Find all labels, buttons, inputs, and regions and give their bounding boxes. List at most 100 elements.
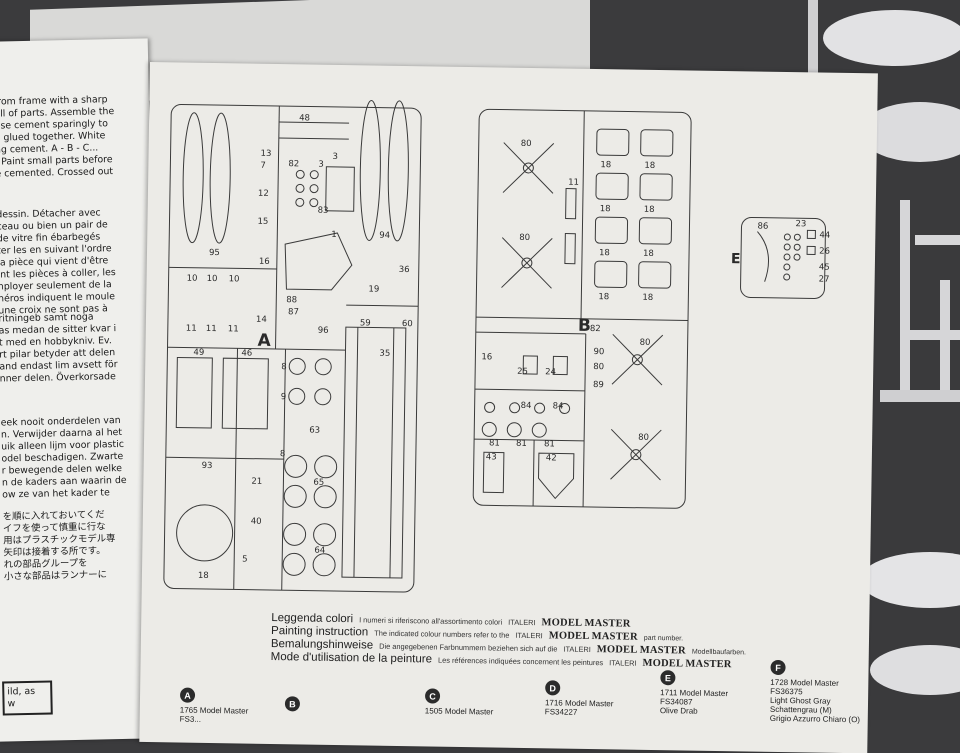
legend-suffix-de: Modellbaufarben. xyxy=(691,648,747,657)
frame-e-part-number: 23 xyxy=(795,219,806,229)
frame-b-part-number: 80 xyxy=(640,338,651,348)
frame-e-part-number: 45 xyxy=(819,263,830,273)
paint-ref-c: C 1505 Model Master xyxy=(425,688,515,716)
legend-brand-italeri-it: ITALERI xyxy=(508,617,536,628)
frame-a-part-number: 8 xyxy=(281,362,287,372)
frame-b-part-number: 24 xyxy=(545,367,556,377)
frame-a-part-number: 19 xyxy=(368,284,379,294)
frame-b-part-number: 90 xyxy=(593,347,604,357)
frame-a-part-number: 16 xyxy=(259,257,270,267)
frame-b-part-number: 84 xyxy=(553,401,564,411)
paint-letter-c: C xyxy=(424,688,441,704)
frame-b-part-number: 25 xyxy=(517,367,528,377)
frame-b-part-number: 82 xyxy=(590,324,601,334)
frame-b-part-number: 80 xyxy=(638,433,649,443)
instructions-japanese: を順に入れておいてくだ イフを使って慎重に行な 用はプラスチックモデル専 矢印は… xyxy=(2,509,116,583)
frame-b-part-number: 80 xyxy=(521,139,532,149)
frame-b-part-number: 18 xyxy=(599,248,610,258)
frame-a-part-number: 46 xyxy=(241,348,252,358)
corner-box: ild, as w xyxy=(2,680,53,716)
model-master-logo: MODEL MASTER xyxy=(596,644,686,657)
frame-a-part-number: 87 xyxy=(288,307,299,317)
frame-b-part-number: 42 xyxy=(546,453,557,463)
paint-ref-a: A 1765 Model Master FS3... xyxy=(179,687,271,725)
frame-a-part-number: 96 xyxy=(318,326,329,336)
legend-label-fr: Mode d'utilisation de la peinture xyxy=(270,650,433,666)
frame-b-part-number: 81 xyxy=(544,439,555,449)
frame-a-part-number: 8 xyxy=(280,449,286,459)
frame-a-part-number: 11 xyxy=(228,324,239,334)
paint-letter-e: E xyxy=(660,670,676,686)
frame-b-part-number: 81 xyxy=(489,438,500,448)
model-master-logo: MODEL MASTER xyxy=(548,630,638,643)
frame-a-part-number: 65 xyxy=(313,478,324,488)
frame-b-part-number: 16 xyxy=(481,352,492,362)
frame-b-part-number: 80 xyxy=(593,362,604,372)
frame-a-part-number: 63 xyxy=(309,426,320,436)
frame-a-part-number: 14 xyxy=(256,315,267,325)
legend-brand-italeri-fr: ITALERI xyxy=(609,658,637,668)
frame-b-part-number: 81 xyxy=(516,439,527,449)
frame-a-part-number: 95 xyxy=(209,248,220,258)
frame-a-part-number: 7 xyxy=(260,161,266,171)
frame-b-part-number: 18 xyxy=(600,204,611,214)
paint-ref-d-line: FS34227 xyxy=(544,707,578,717)
frame-b-part-number: 18 xyxy=(642,293,653,303)
frame-a-part-number: 13 xyxy=(260,149,271,159)
left-instruction-page: from frame with a sharp ull of parts. As… xyxy=(0,38,163,742)
frame-e-letter: E xyxy=(731,251,741,267)
legend-label-de: Bemalungshinweise xyxy=(270,637,374,652)
legend-suffix-en: part number. xyxy=(643,634,684,643)
legend-label-it: Leggenda colori xyxy=(271,611,354,626)
frame-b-part-number: 11 xyxy=(568,178,579,188)
frame-b-part-number: 18 xyxy=(600,160,611,170)
legend-desc-en: The indicated colour numbers refer to th… xyxy=(374,628,510,640)
frame-b-part-number: 18 xyxy=(644,205,655,215)
paint-ref-c-line: 1505 Model Master xyxy=(424,706,494,717)
frame-b-part-number: 18 xyxy=(644,161,655,171)
frame-b-part-number: 84 xyxy=(521,401,532,411)
paint-ref-d: D 1716 Model Master FS34227 xyxy=(545,680,636,717)
paint-letter-b: B xyxy=(284,696,301,712)
frame-a-part-number: 35 xyxy=(379,349,390,359)
paint-ref-f-line: Grigio Azzurro Chiaro (O) xyxy=(769,713,861,725)
frame-a-part-number: 64 xyxy=(314,546,325,556)
frame-b-part-number: 80 xyxy=(519,233,530,243)
paint-ref-e-line: Olive Drab xyxy=(659,706,698,716)
frame-a-part-number: 21 xyxy=(251,477,262,487)
paint-letter-a: A xyxy=(179,687,196,703)
frame-a-part-number: 10 xyxy=(207,274,218,284)
paint-ref-b: B xyxy=(284,696,375,715)
frame-a-part-number: 9 xyxy=(281,392,287,402)
frame-a-part-number: 40 xyxy=(251,517,262,527)
frame-a-part-number: 94 xyxy=(379,231,390,241)
paint-ref-e: E 1711 Model Master FS34087 Olive Drab xyxy=(660,670,751,716)
frame-a-part-number: 5 xyxy=(242,555,248,565)
frame-a-part-number: 12 xyxy=(258,189,269,199)
frame-b-part-number: 18 xyxy=(643,249,654,259)
frame-a-part-number: 36 xyxy=(399,265,410,275)
frame-a-part-number: 18 xyxy=(198,571,209,581)
frame-a-part-number: 48 xyxy=(299,113,310,123)
paint-legend: Leggenda colori I numeri si riferiscono … xyxy=(271,612,832,673)
frame-b-part-number: 43 xyxy=(486,452,497,462)
frame-a-part-number: 10 xyxy=(187,274,198,284)
frame-b-part-number: 18 xyxy=(598,292,609,302)
legend-brand-italeri-de: ITALERI xyxy=(563,644,591,654)
paint-letter-f: F xyxy=(770,659,786,676)
paint-letter-d: D xyxy=(545,680,561,696)
legend-desc-fr: Les références indiquées concernent les … xyxy=(437,655,604,668)
frame-a-letter: A xyxy=(257,331,271,351)
frame-a-part-number: 1 xyxy=(331,230,337,240)
frame-a-part-number: 88 xyxy=(286,295,297,305)
instructions-swedish: ritningeb samt noga as medan de sitter k… xyxy=(0,311,118,385)
frame-b-letter: B xyxy=(578,316,591,336)
frame-a-part-number: 15 xyxy=(257,217,268,227)
legend-brand-italeri-en: ITALERI xyxy=(515,630,543,641)
instructions-french: dessin. Détacher avec ceau ou bien un pa… xyxy=(0,207,116,317)
